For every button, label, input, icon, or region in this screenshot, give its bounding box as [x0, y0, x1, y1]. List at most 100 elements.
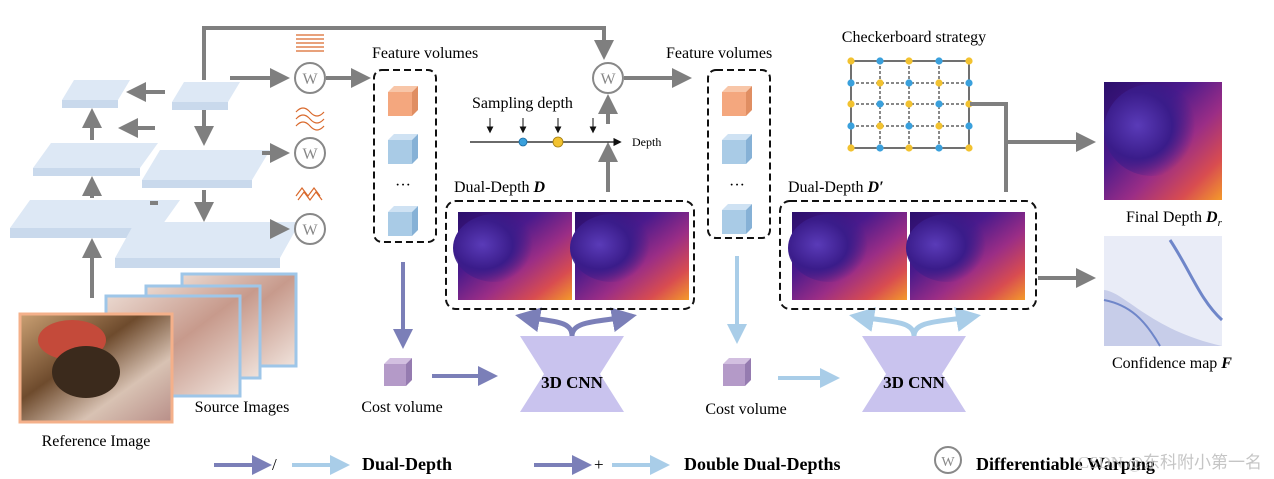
cnn-1-label: 3D CNN [541, 373, 604, 392]
grid-dot-blue [965, 79, 973, 87]
checker-to-final-arrow [970, 102, 1096, 152]
zigzag-icon [295, 187, 323, 201]
grid-dot-yellow [965, 57, 973, 65]
legend-dual-depth: Dual-Depth [362, 454, 452, 474]
grid-dot-blue [876, 100, 884, 108]
legend-double-dual-depths: Double Dual-Depths [684, 454, 841, 474]
source-images-label: Source Images [195, 399, 290, 416]
ellipsis-1: ··· [395, 177, 411, 194]
warp-circle-3: W [294, 213, 326, 245]
grid-dot-blue [905, 79, 913, 87]
checkerboard-label: Checkerboard strategy [842, 29, 986, 46]
grid-dot-blue [876, 144, 884, 152]
legend-slash: / [272, 455, 277, 474]
pyramid-plane-small-1 [62, 80, 130, 100]
depth-map-2a [788, 212, 907, 300]
dual-depth-2-label: Dual-Depth D′ [788, 179, 884, 196]
grid-dot-blue [905, 122, 913, 130]
legend-warp-symbol: W [941, 455, 955, 470]
warp-symbol-mid: W [600, 71, 616, 88]
pyramid-plane-small-1-side [62, 100, 118, 108]
feature-volumes-2: Feature volumes ··· [666, 45, 772, 239]
grid-dot-yellow [905, 100, 913, 108]
pyramid-plane-large-2 [10, 228, 160, 238]
dual-depth-1: Dual-Depth D [445, 179, 695, 310]
grid-dot-yellow [905, 57, 913, 65]
warp-circle-1: W [294, 62, 326, 94]
sampling-depth-label: Sampling depth [472, 95, 573, 112]
watermark: CSDN @东科附小第一名 [1078, 453, 1262, 472]
pyramid-plane-small-2-side [172, 102, 228, 110]
cnn-block-1: 3D CNN [515, 307, 637, 412]
cost-volume-2-label: Cost volume [705, 401, 786, 418]
sampling-depth: Sampling depth Depth [470, 95, 661, 149]
legend: / Dual-Depth + Double Dual-Depths W Diff… [214, 446, 1262, 475]
grid-dot-yellow [876, 79, 884, 87]
grid-dot-blue [935, 144, 943, 152]
grid-dot-yellow [965, 144, 973, 152]
grid-dot-blue [935, 57, 943, 65]
feature-volumes-2-label: Feature volumes [666, 45, 772, 62]
cost-volume-2: Cost volume [705, 358, 787, 418]
reference-image: Reference Image [18, 312, 174, 450]
grid-dot-yellow [847, 100, 855, 108]
grid-dot-blue [876, 57, 884, 65]
grid-dot-blue [965, 122, 973, 130]
warp-symbol-3: W [302, 222, 318, 239]
blue-cube-4 [722, 204, 752, 234]
legend-warp-icon [934, 446, 962, 474]
checkerboard-strategy: Checkerboard strategy [842, 29, 986, 152]
warp-group-left: W W W [294, 34, 371, 245]
pyramid-plane-mid-1-side [33, 168, 140, 176]
feature-volumes-1-label: Feature volumes [372, 45, 478, 62]
confidence-map-label: Confidence map F [1112, 355, 1232, 372]
pyramid-plane-large-2b-side [115, 258, 280, 268]
grid-dot-yellow [905, 144, 913, 152]
wave-icon [295, 107, 325, 131]
warp-circle-mid: W [592, 62, 624, 94]
depth-axis-label: Depth [632, 135, 661, 149]
cost-volume-1: Cost volume [361, 358, 443, 416]
final-depth: Final Depth Dr [1104, 82, 1223, 229]
orange-cube [388, 86, 418, 116]
pyramid-plane-mid-2-side [142, 180, 252, 188]
skip-connection-arrow [202, 26, 614, 80]
cnn-block-2: 3D CNN [849, 307, 981, 412]
pyramid-plane-large-2b [115, 222, 300, 258]
orange-cube-2 [722, 86, 752, 116]
pyramid-plane-small-2 [172, 82, 240, 102]
grid-dot-blue [935, 100, 943, 108]
depth-map-1a [453, 212, 572, 300]
grid-dot-blue [847, 122, 855, 130]
warp-symbol-2: W [302, 146, 318, 163]
warp-circle-2: W [294, 137, 326, 169]
grid-dot-yellow [847, 144, 855, 152]
grid-dot-yellow [935, 122, 943, 130]
pyramid-plane-mid-1 [33, 143, 158, 168]
feature-volumes-1: Feature volumes ··· [372, 45, 478, 243]
feature-pyramid [10, 68, 300, 298]
pyramid-plane-mid-2 [142, 150, 270, 180]
blue-cube-3 [722, 134, 752, 164]
pyramid-plane-large-1 [10, 200, 180, 228]
sample-dot-yellow [552, 136, 564, 148]
cost-volume-1-label: Cost volume [361, 399, 442, 416]
sample-dot-blue [518, 137, 528, 147]
cnn-2-label: 3D CNN [883, 373, 946, 392]
legend-warping: Differentiable Warping [976, 454, 1155, 474]
grid-dot-yellow [847, 57, 855, 65]
grid-dot-yellow [935, 79, 943, 87]
depth-map-2b [906, 212, 1025, 300]
confidence-map: Confidence map F [1103, 236, 1232, 372]
grid-dots [847, 57, 973, 152]
final-depth-label: Final Depth Dr [1126, 209, 1223, 229]
ellipsis-2: ··· [729, 177, 745, 194]
legend-plus: + [594, 455, 604, 474]
reference-image-label: Reference Image [42, 433, 151, 450]
depth-map-1b [570, 212, 689, 300]
blue-cube-2 [388, 206, 418, 236]
grid-dot-blue [847, 79, 855, 87]
dual-depth-2: Dual-Depth D′ [779, 179, 1037, 310]
blue-cube-1 [388, 134, 418, 164]
